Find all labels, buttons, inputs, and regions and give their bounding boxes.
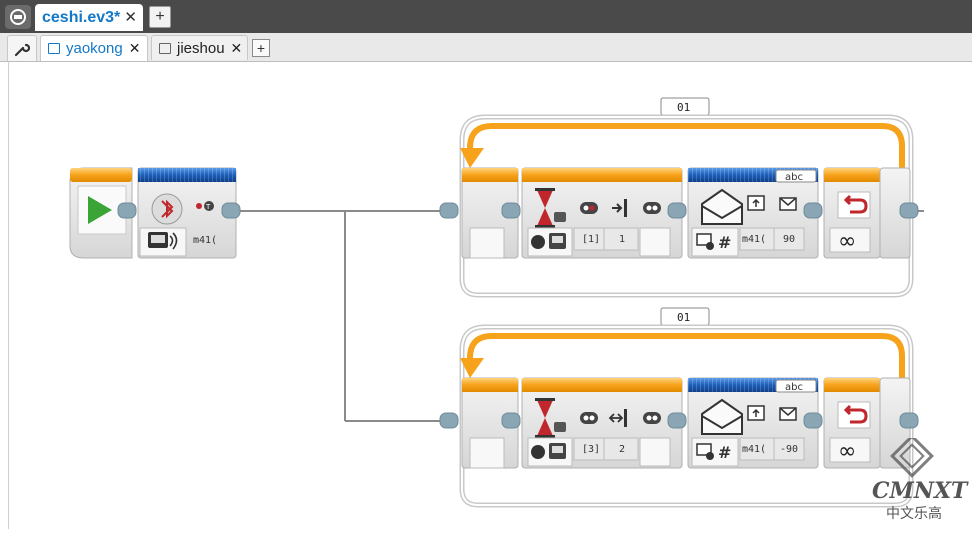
message-value[interactable]: 90 (783, 234, 795, 245)
robot-eyes-icon (643, 412, 661, 424)
hourglass-icon (535, 188, 566, 228)
bluetooth-connection-name[interactable]: m41( (193, 235, 217, 246)
lobby-button[interactable] (5, 5, 31, 29)
messaging-block[interactable]: abc # m41( -90 (687, 377, 823, 469)
tools-tab[interactable] (7, 35, 37, 61)
compare-icon (612, 199, 627, 217)
home-icon (10, 9, 26, 25)
wait-block[interactable]: [3] 2 (521, 377, 687, 469)
close-icon[interactable]: ✕ (128, 40, 141, 56)
brick-sensor-icon[interactable] (531, 443, 566, 459)
bluetooth-connect-icon: T (196, 201, 214, 211)
receiving-brick-name[interactable]: m41( (742, 444, 766, 455)
close-icon[interactable]: ✕ (124, 9, 137, 26)
program-icon (48, 43, 60, 54)
message-type-tag: abc (785, 172, 803, 183)
wrench-icon (14, 43, 30, 56)
port-value[interactable]: [1] (582, 234, 600, 245)
loop-interrupt-icon (843, 404, 868, 424)
infinity-icon[interactable]: ∞ (838, 439, 856, 464)
loop-end-block[interactable]: ∞ (823, 167, 924, 259)
threshold-value[interactable]: 1 (619, 234, 625, 245)
title-bar: ceshi.ev3* ✕ + (0, 0, 972, 33)
program-tab-bar: yaokong ✕ jieshou ✕ + (0, 33, 972, 62)
loop-block[interactable]: 01 (439, 97, 914, 298)
brick-upload-icon (747, 195, 765, 211)
play-icon[interactable] (88, 196, 112, 224)
message-value[interactable]: -90 (780, 444, 798, 455)
tab-yaokong[interactable]: yaokong ✕ (40, 35, 148, 61)
svg-text:#: # (718, 443, 731, 462)
compare-icon (608, 409, 627, 427)
brick-icon[interactable] (148, 232, 178, 250)
tab-label: jieshou (177, 39, 225, 57)
brick-upload-icon (747, 405, 765, 421)
brick-sensor-icon[interactable] (531, 233, 566, 249)
sequence-wires (240, 210, 440, 422)
messaging-block[interactable]: abc # m41( 90 (687, 167, 823, 259)
add-program-button[interactable]: + (252, 39, 270, 57)
port-value[interactable]: [3] (582, 444, 600, 455)
send-number-icon[interactable]: # (696, 233, 731, 252)
threshold-value[interactable]: 2 (619, 444, 625, 455)
loop-block[interactable]: 01 (439, 307, 914, 508)
tab-jieshou[interactable]: jieshou ✕ (151, 35, 248, 60)
watermark-subtitle: 中文乐高 (886, 505, 942, 522)
send-number-icon[interactable]: # (696, 443, 731, 462)
robot-eyes-icon (580, 412, 598, 424)
mail-icon (779, 407, 797, 421)
loop-name[interactable]: 01 (677, 101, 690, 114)
project-tab-label: ceshi.ev3* (42, 8, 121, 26)
watermark-logo-icon: CMNXT 中文乐高 (872, 434, 969, 522)
robot-eyes-icon (643, 202, 661, 214)
project-tab[interactable]: ceshi.ev3* ✕ (35, 4, 143, 31)
add-project-button[interactable]: + (149, 6, 171, 28)
mail-icon (779, 197, 797, 211)
message-type-tag: abc (785, 382, 803, 393)
bluetooth-block[interactable]: T m41( (137, 167, 241, 259)
svg-text:#: # (718, 233, 731, 252)
envelope-icon (701, 398, 743, 435)
receiving-brick-name[interactable]: m41( (742, 234, 766, 245)
loop-interrupt-icon (843, 194, 868, 214)
watermark-brand: CMNXT (872, 478, 969, 504)
watermark: CMNXT 中文乐高 (868, 434, 972, 529)
bluetooth-icon (151, 193, 183, 225)
hourglass-icon (535, 398, 566, 438)
plus-icon: + (155, 8, 165, 25)
plus-icon: + (256, 40, 266, 56)
loop-end-block[interactable]: ∞ (823, 377, 919, 469)
start-block[interactable] (69, 167, 137, 259)
wait-block[interactable]: [1] 1 (521, 167, 687, 259)
tab-label: yaokong (66, 40, 123, 57)
robot-eyes-icon (580, 202, 598, 214)
infinity-icon[interactable]: ∞ (838, 229, 856, 254)
program-icon (159, 42, 171, 54)
svg-text:T: T (205, 203, 211, 211)
loop-name[interactable]: 01 (677, 311, 690, 324)
envelope-icon (701, 188, 743, 225)
close-icon[interactable]: ✕ (230, 39, 243, 56)
